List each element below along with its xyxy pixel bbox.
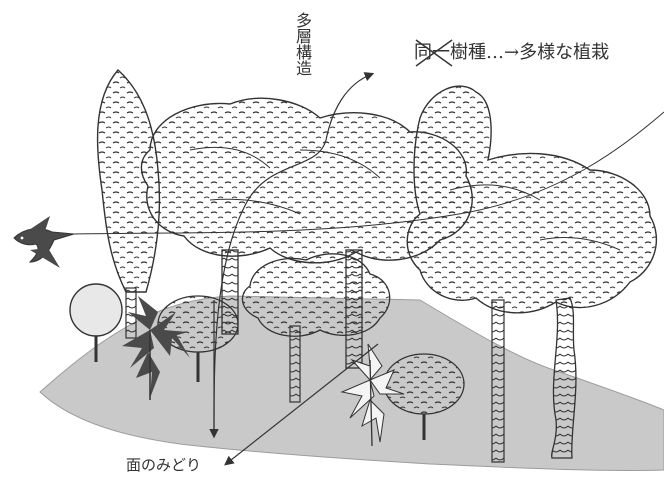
same-species-text: 同一樹種 xyxy=(414,39,486,67)
layer-arrow-curve xyxy=(213,72,375,431)
surface-greenery-label: 面のみどり xyxy=(126,456,202,474)
lower-canopy xyxy=(241,253,391,337)
shrub-front-round xyxy=(383,353,465,440)
same-species-label: 同一樹種 xyxy=(414,42,486,63)
surface-arrow xyxy=(224,343,379,466)
shrub-left-round xyxy=(69,283,123,362)
flight-path-line xyxy=(73,111,664,235)
diverse-planting-text: …→多様な植栽 xyxy=(486,42,610,63)
strike-x-icon xyxy=(415,39,453,67)
right-canopy xyxy=(406,85,658,314)
broadleaf-plant-front xyxy=(340,343,405,447)
broadleaf-plant-left xyxy=(122,296,190,400)
diverse-planting-label: 同一樹種 …→多様な植栽 xyxy=(414,39,610,67)
multilayer-structure-label: 多層構造 xyxy=(293,12,312,76)
swallow-icon xyxy=(13,216,75,268)
